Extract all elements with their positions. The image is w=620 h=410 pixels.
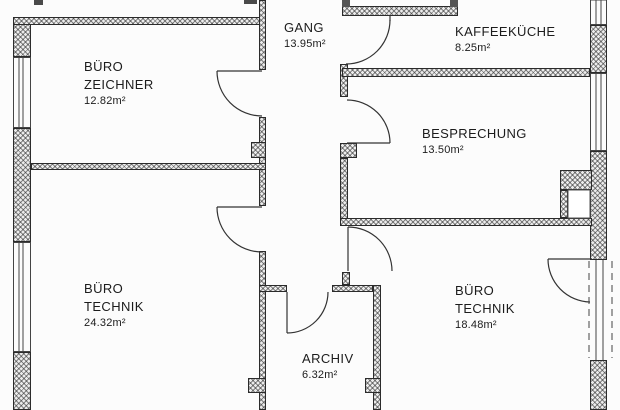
wall-archiv-north-stub bbox=[342, 272, 350, 285]
shaft-outline bbox=[567, 189, 591, 219]
room-label-besprechung: BESPRECHUNG 13.50m² bbox=[422, 125, 527, 158]
wall-exterior-left-1 bbox=[13, 17, 31, 57]
room-name: TECHNIK bbox=[455, 301, 515, 316]
wall-exterior-right-2 bbox=[590, 151, 607, 260]
window-left-lower bbox=[13, 242, 31, 352]
wall-stub-top-d bbox=[450, 0, 458, 7]
door-technik-links bbox=[216, 206, 263, 253]
wall-zeichner-north bbox=[13, 17, 266, 25]
door-technik-rechts bbox=[347, 226, 393, 272]
room-area: 8.25m² bbox=[455, 42, 491, 54]
pillar-besprechung-west bbox=[340, 143, 357, 158]
wall-exterior-left-2 bbox=[13, 128, 31, 242]
room-area: 6.32m² bbox=[302, 369, 338, 381]
wall-besprechung-east-block bbox=[560, 170, 592, 190]
room-area: 18.48m² bbox=[455, 319, 497, 331]
wall-besprechung-east bbox=[560, 190, 568, 218]
room-label-gang: GANG 13.95m² bbox=[284, 19, 326, 52]
wall-exterior-right-3 bbox=[590, 360, 607, 410]
room-label-kaffeekueche: KAFFEEKÜCHE 8.25m² bbox=[455, 23, 555, 56]
room-label-buero-technik-rechts: BÜRO TECHNIK 18.48m² bbox=[455, 282, 515, 333]
room-area: 24.32m² bbox=[84, 317, 126, 329]
wall-gang-west-2 bbox=[259, 117, 266, 206]
room-name: BÜRO bbox=[84, 59, 124, 74]
room-name: ARCHIV bbox=[302, 351, 354, 366]
wall-gang-east-1 bbox=[340, 64, 348, 97]
room-label-buero-technik-links: BÜRO TECHNIK 24.32m² bbox=[84, 280, 144, 331]
wall-archiv-north-2 bbox=[332, 285, 373, 292]
window-left-upper bbox=[13, 57, 31, 128]
wall-exterior-right-1 bbox=[590, 25, 607, 73]
door-balcony bbox=[547, 258, 592, 303]
room-area: 13.95m² bbox=[284, 38, 326, 50]
wall-top-center bbox=[342, 6, 458, 16]
window-right-top bbox=[590, 0, 607, 25]
room-area: 12.82m² bbox=[84, 95, 126, 107]
room-area: 13.50m² bbox=[422, 144, 464, 156]
room-name: BESPRECHUNG bbox=[422, 126, 527, 141]
room-name: BÜRO bbox=[455, 283, 495, 298]
room-name: GANG bbox=[284, 20, 324, 35]
balcony-door-frame bbox=[588, 260, 613, 360]
room-name: KAFFEEKÜCHE bbox=[455, 24, 556, 39]
wall-stub-top-a bbox=[34, 0, 43, 5]
room-name: ZEICHNER bbox=[84, 77, 154, 92]
pillar-gang-west-b bbox=[248, 378, 266, 393]
door-zeichner bbox=[216, 70, 263, 117]
wall-stub-top-b bbox=[244, 0, 257, 4]
wall-exterior-left-3 bbox=[13, 352, 31, 410]
window-right-middle bbox=[590, 73, 607, 151]
wall-gang-west-1 bbox=[259, 0, 266, 70]
door-archiv bbox=[286, 291, 329, 334]
room-name: BÜRO bbox=[84, 281, 124, 296]
wall-besprechung-south bbox=[340, 218, 592, 226]
wall-zeichner-south bbox=[31, 163, 266, 170]
wall-archiv-north-1 bbox=[259, 285, 287, 292]
room-label-archiv: ARCHIV 6.32m² bbox=[302, 350, 354, 383]
wall-stub-top-c bbox=[342, 0, 350, 7]
door-kueche bbox=[345, 16, 391, 65]
pillar-archiv-east bbox=[365, 378, 381, 393]
room-label-buero-zeichner: BÜRO ZEICHNER 12.82m² bbox=[84, 58, 154, 109]
wall-gang-east-2 bbox=[340, 158, 348, 223]
wall-kueche-south bbox=[342, 68, 590, 77]
door-besprechung bbox=[346, 99, 391, 144]
pillar-gang-west-a bbox=[251, 142, 266, 158]
room-name: TECHNIK bbox=[84, 299, 144, 314]
